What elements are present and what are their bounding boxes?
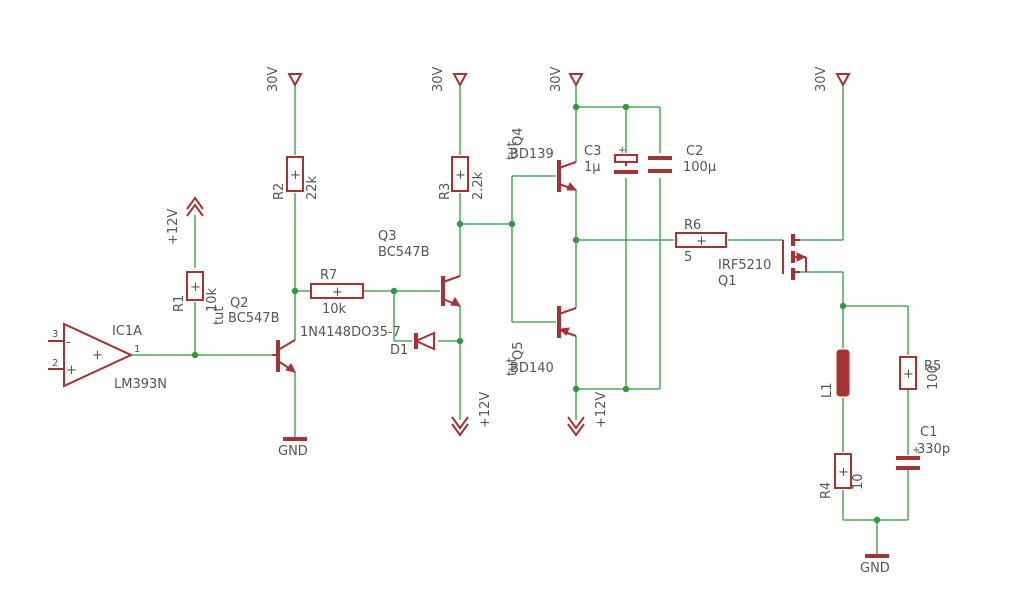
capacitor-c1: + C1 330p xyxy=(896,425,950,470)
svg-text:C2: C2 xyxy=(686,144,703,159)
svg-text:R2: R2 xyxy=(272,183,287,200)
svg-text:BC547B: BC547B xyxy=(228,311,280,326)
svg-text:GND: GND xyxy=(278,444,308,459)
svg-text:Q2: Q2 xyxy=(230,296,249,311)
svg-text:5: 5 xyxy=(684,250,692,265)
svg-text:2: 2 xyxy=(52,358,58,369)
svg-text:D1: D1 xyxy=(390,343,408,358)
svg-text:2.2k: 2.2k xyxy=(471,171,486,200)
resistor-r7: + R7 10k xyxy=(310,268,364,317)
wires xyxy=(131,85,909,555)
svg-text:22k: 22k xyxy=(305,175,320,200)
resistor-r4: + R4 10 xyxy=(819,453,866,499)
svg-text:100µ: 100µ xyxy=(683,160,716,175)
supply-30v-2: 30V xyxy=(431,66,468,92)
resistor-r3: + R3 2.2k xyxy=(438,156,486,200)
svg-text:+: + xyxy=(190,280,201,295)
ic1a-comparator: - + + 3 2 1 IC1A LM393N xyxy=(48,322,167,392)
svg-text:3: 3 xyxy=(52,329,58,340)
resistor-r2: + R2 22k xyxy=(272,156,320,200)
svg-text:R4: R4 xyxy=(819,482,834,499)
ic1a-name: IC1A xyxy=(112,324,142,339)
transistor-q5: tut Q5 BD140 xyxy=(505,306,577,376)
svg-text:R6: R6 xyxy=(684,218,701,233)
svg-text:BD139: BD139 xyxy=(510,147,554,162)
svg-text:R3: R3 xyxy=(438,183,453,200)
mosfet-q1: IRF5210 Q1 xyxy=(718,234,807,289)
svg-text:+: + xyxy=(290,168,301,183)
transistor-q2: tut Q2 BC547B xyxy=(212,296,296,373)
svg-text:30V: 30V xyxy=(549,66,564,92)
junction-dots xyxy=(191,103,881,524)
svg-text:100: 100 xyxy=(926,365,941,390)
svg-text:-: - xyxy=(66,335,71,350)
svg-text:tut: tut xyxy=(505,358,520,376)
diode-d1: 1N4148DO35-7 D1 xyxy=(300,325,435,358)
supply-30v-1: 30V xyxy=(266,66,303,92)
svg-text:10k: 10k xyxy=(205,287,220,312)
svg-text:tut: tut xyxy=(212,307,227,325)
svg-text:R7: R7 xyxy=(320,268,337,283)
svg-text:R5: R5 xyxy=(924,359,941,374)
transistor-q4: tut Q4 BD139 xyxy=(505,127,578,192)
supply-30v-3: 30V xyxy=(549,66,584,92)
svg-text:tut: tut xyxy=(505,142,520,160)
supply-plus12v-q5: +12V xyxy=(567,392,609,437)
svg-text:30V: 30V xyxy=(814,66,829,92)
svg-text:+: + xyxy=(332,285,343,300)
svg-text:10k: 10k xyxy=(322,302,347,317)
ground-q2: GND xyxy=(278,437,308,459)
transistor-q3: Q3 BC547B xyxy=(378,229,461,307)
svg-text:C1: C1 xyxy=(920,425,937,440)
ground-output: GND xyxy=(860,554,890,576)
svg-text:1: 1 xyxy=(134,344,140,355)
svg-text:BD140: BD140 xyxy=(510,361,554,376)
svg-text:+12V: +12V xyxy=(166,209,181,245)
svg-text:330p: 330p xyxy=(917,442,950,457)
capacitor-c2: C2 100µ xyxy=(648,144,716,175)
svg-text:C3: C3 xyxy=(584,144,601,159)
svg-text:+: + xyxy=(903,367,914,382)
svg-text:Q1: Q1 xyxy=(718,274,737,289)
svg-text:+: + xyxy=(66,363,77,378)
svg-text:1µ: 1µ xyxy=(584,160,601,175)
svg-text:+: + xyxy=(618,145,626,156)
svg-text:L1: L1 xyxy=(820,382,835,398)
svg-text:10: 10 xyxy=(851,473,866,490)
svg-text:Q5: Q5 xyxy=(511,341,526,360)
resistor-r5: + R5 100 xyxy=(899,356,941,390)
svg-text:BC547B: BC547B xyxy=(378,245,430,260)
capacitor-c3: + C3 1µ xyxy=(584,144,638,175)
svg-text:+: + xyxy=(92,348,103,363)
svg-text:GND: GND xyxy=(860,561,890,576)
svg-text:IRF5210: IRF5210 xyxy=(718,258,771,273)
svg-text:1N4148DO35-7: 1N4148DO35-7 xyxy=(300,325,401,340)
supply-30v-4: 30V xyxy=(814,66,851,92)
resistor-r1: + R1 10k xyxy=(172,271,220,312)
resistor-r6: + R6 5 xyxy=(675,218,727,265)
svg-text:+12V: +12V xyxy=(478,392,493,428)
svg-text:Q4: Q4 xyxy=(511,127,526,146)
inductor-l1: L1 xyxy=(820,349,850,398)
svg-text:+: + xyxy=(696,234,707,249)
svg-text:R1: R1 xyxy=(172,295,187,312)
svg-text:+12V: +12V xyxy=(594,392,609,428)
svg-text:Q3: Q3 xyxy=(378,229,397,244)
svg-text:30V: 30V xyxy=(266,66,281,92)
svg-text:+: + xyxy=(455,168,466,183)
ic1a-value: LM393N xyxy=(114,377,167,392)
supply-plus12v-q3: +12V xyxy=(451,392,493,437)
svg-text:+: + xyxy=(838,465,849,480)
svg-text:+: + xyxy=(912,445,920,456)
svg-text:30V: 30V xyxy=(431,66,446,92)
supply-plus12v-top: +12V xyxy=(166,196,204,245)
